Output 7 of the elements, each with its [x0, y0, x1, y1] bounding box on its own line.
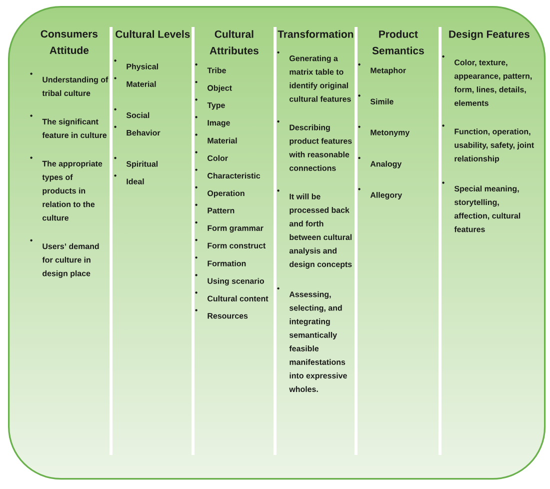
column-heading: Cultural Attributes	[210, 30, 258, 54]
column-heading: Cultural Levels	[116, 30, 190, 38]
column-heading: Transformation	[278, 30, 354, 38]
panel-background	[8, 6, 546, 480]
column-heading: Product Semantics	[372, 30, 424, 54]
column-heading: Consumers Attitude	[40, 30, 98, 54]
column-heading: Design Features	[449, 30, 530, 40]
